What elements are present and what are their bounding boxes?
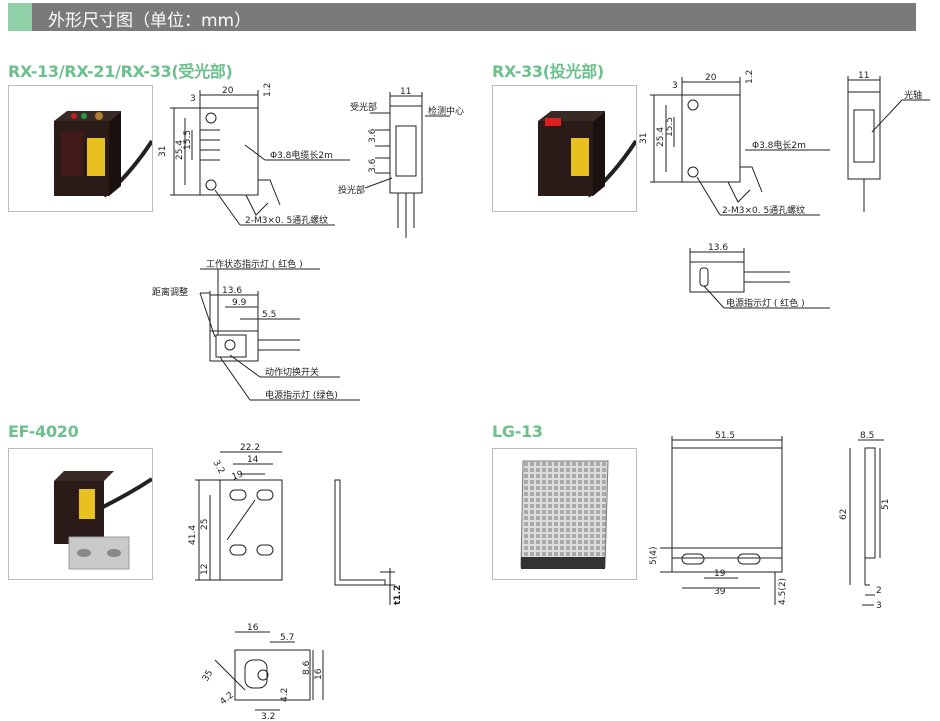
- ef-dim-3-2b: 3.2: [261, 712, 275, 721]
- title-rx-emitter: RX-33(投光部): [492, 62, 604, 81]
- lg-dim-3: 3: [876, 601, 882, 611]
- rx-e-dim-31: 31: [639, 133, 649, 144]
- ef-dim-5-7: 5.7: [280, 633, 294, 643]
- ef-dim-16: 16: [247, 623, 259, 633]
- ef-dim-t1-2: t1.2: [393, 585, 403, 605]
- title-rx-receiver: RX-13/RX-21/RX-33(受光部): [8, 62, 233, 81]
- lg-drawing: 51.5 19 39 5(4) 4.5(2) 8.5 62 51 2 3: [649, 431, 891, 611]
- rx-r-emit-label: 投光部: [338, 184, 365, 196]
- ef-dim-19: 19: [231, 469, 245, 482]
- rx-e-dim-13-6: 13.6: [708, 243, 728, 253]
- rx-emitter-drawing: 20 3 1.2 31 25.4 15.5 Φ3.8电长2m 2-M3×0. 5…: [639, 70, 930, 216]
- ef-dim-4-2a: 4.2: [219, 690, 236, 707]
- rx-r-recv-label: 受光部: [350, 101, 377, 113]
- lg-dim-4-5: 4.5(2): [778, 578, 788, 605]
- rx-r-dim-11: 11: [400, 87, 411, 97]
- photo-rx-receiver: [8, 85, 153, 212]
- rx-r-screw-label: 2-M3×0. 5通孔螺纹: [245, 214, 328, 226]
- rx-r-dim-15-5: 15.5: [183, 130, 193, 150]
- rx-e-axis-label: 光轴: [904, 89, 922, 101]
- lg-dim-8-5: 8.5: [860, 431, 874, 441]
- lg-dim-51: 51: [881, 499, 891, 510]
- title-lg: LG-13: [492, 422, 543, 441]
- rx-r-dim-20: 20: [222, 86, 234, 96]
- rx-e-dim-15-5: 15.5: [665, 117, 675, 137]
- rx-r-dim-3-6b: 3.6: [368, 158, 378, 173]
- rx-e-dim-25-4: 25.4: [656, 127, 666, 147]
- rx-r-center-label: 检测中心: [428, 105, 464, 117]
- rx-r-dim-3: 3: [190, 94, 196, 104]
- rx-e-dim-1-2: 1.2: [745, 70, 755, 84]
- lg-dim-2: 2: [876, 586, 882, 596]
- ef-dim-4-2b: 4.2: [280, 688, 290, 702]
- lg-dim-39: 39: [714, 587, 726, 597]
- rx-top-dist-label: 距离调整: [152, 286, 188, 298]
- rx-e-dim-11: 11: [858, 71, 869, 81]
- lg-dim-51-5: 51.5: [715, 431, 735, 441]
- header-accent: [8, 3, 32, 31]
- rx-top-dim-13-6: 13.6: [222, 286, 242, 296]
- rx-e-dim-20: 20: [705, 73, 717, 83]
- title-ef: EF-4020: [8, 422, 79, 441]
- ef-dim-25: 25: [200, 519, 210, 530]
- rx-r-cable-label: Φ3.8电缆长2m: [270, 149, 333, 161]
- header-title: 外形尺寸图（单位：mm）: [48, 11, 252, 31]
- rx-r-dim-1-2: 1.2: [263, 83, 273, 97]
- rx-top-power-label: 电源指示灯 (绿色): [265, 389, 338, 401]
- ef-dim-41-4: 41.4: [188, 525, 198, 545]
- lg-dim-19: 19: [714, 569, 726, 579]
- photo-ef: [8, 448, 153, 580]
- rx-top-dim-9-9: 9.9: [232, 298, 247, 308]
- ef-dim-8-6: 8.6: [302, 660, 312, 675]
- rx-receiver-side: 11 受光部 检测中心 3.6 3.6 投光部: [338, 87, 464, 238]
- ef-bottom-drawing: 16 5.7 8.6 16 35 4.2 4.2 3.2: [201, 623, 324, 721]
- ef-dim-16v: 16: [314, 668, 324, 680]
- photo-lg: [492, 448, 637, 580]
- rx-r-dim-25-4: 25.4: [175, 140, 185, 160]
- rx-top-switch-label: 动作切换开关: [265, 366, 319, 378]
- rx-top-dim-5-5: 5.5: [262, 310, 276, 320]
- ef-dim-12: 12: [200, 564, 210, 575]
- section-header: 外形尺寸图（单位：mm）: [8, 3, 916, 31]
- rx-e-screw-label: 2-M3×0. 5通孔螺纹: [722, 204, 805, 216]
- rx-e-dim-3: 3: [672, 81, 678, 91]
- lg-dim-5-4: 5(4): [649, 547, 659, 565]
- photo-rx-emitter: [492, 85, 637, 212]
- ef-dim-35: 35: [201, 669, 215, 684]
- rx-e-cable-label: Φ3.8电长2m: [752, 139, 806, 151]
- ef-front-drawing: 22.2 14 3.2 19 41.4 25 12 t1.2: [188, 443, 403, 605]
- rx-top-drawing: 工作状态指示灯 ( 红色 ) 距离调整 13.6 9.9 5.5 动作切换开关 …: [152, 258, 360, 401]
- rx-e-power-label: 电源指示灯 ( 红色 ): [726, 297, 805, 309]
- ef-dim-3-2: 3.2: [210, 459, 226, 476]
- rx-receiver-drawing: 20 3 1.2 31 25.4 15.5 Φ3.8电缆长2m 2-M3×0. …: [158, 83, 350, 226]
- rx-r-dim-3-6a: 3.6: [368, 128, 378, 143]
- lg-dim-62: 62: [839, 509, 849, 520]
- ef-dim-14: 14: [247, 455, 259, 465]
- rx-emitter-top: 13.6 电源指示灯 ( 红色 ): [689, 243, 830, 309]
- rx-r-dim-31: 31: [158, 146, 168, 157]
- rx-top-work-label: 工作状态指示灯 ( 红色 ): [206, 258, 303, 270]
- ef-dim-22-2: 22.2: [240, 443, 260, 453]
